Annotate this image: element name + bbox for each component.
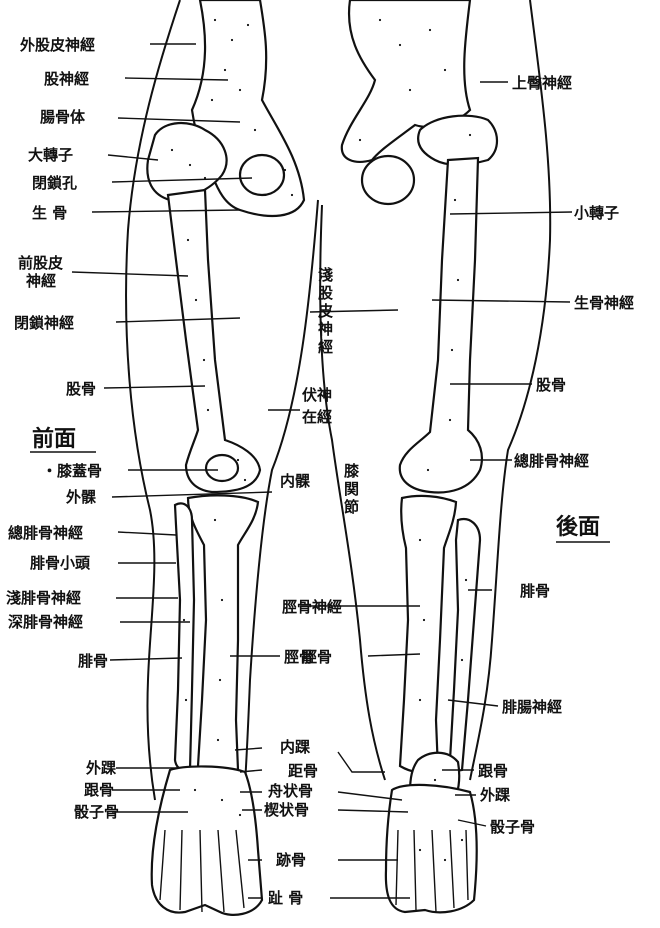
label-posterior-femoral-cutaneous-nerve: 淺股皮神經	[318, 266, 334, 356]
label-femur: 股骨	[66, 380, 96, 398]
label-femoral-nerve: 股神經	[44, 70, 89, 88]
label-obturator-nerve: 閉鎖神經	[14, 314, 74, 332]
label-femur-back: 股骨	[536, 376, 566, 394]
label-cuboid-back: 骰子骨	[490, 818, 535, 836]
label-knee-joint: 膝関節	[344, 462, 360, 516]
label-lateral-femoral-cutaneous-nerve: 外股皮神經	[19, 36, 95, 54]
label-superficial-peroneal-nerve: 淺腓骨神經	[6, 589, 81, 607]
front-view-title: 前面	[32, 426, 76, 452]
label-medial-condyle: 内髁	[280, 472, 311, 490]
label-lateral-malleolus-back: 外踝	[479, 786, 511, 804]
label-lesser-trochanter: 小轉子	[574, 204, 619, 222]
label-obturator-foramen: 閉鎖孔	[32, 174, 77, 192]
label-pubis: 生 骨	[32, 204, 67, 222]
label-common-peroneal-nerve: 總腓骨神經	[8, 524, 83, 542]
front-fibula	[175, 503, 194, 770]
label-medial-malleolus: 内踝	[280, 738, 311, 756]
leader-lines	[30, 44, 610, 898]
label-saphenous-nerve-1: 伏神	[302, 386, 332, 404]
label-patella: ・膝蓋骨	[42, 462, 102, 480]
label-cuboid-front: 骰子骨	[74, 803, 119, 821]
label-tibia-back: 脛骨	[302, 648, 332, 666]
label-talus: 距骨	[288, 762, 318, 780]
label-calcaneus-front: 跟骨	[84, 781, 114, 799]
label-lateral-malleolus: 外踝	[85, 759, 117, 777]
back-view-title: 後面	[556, 514, 600, 540]
label-fibula: 腓骨	[78, 652, 108, 670]
label-greater-trochanter: 大轉子	[28, 146, 73, 164]
label-sural-nerve: 腓腸神經	[502, 698, 562, 716]
label-tibial-nerve: 脛骨神經	[282, 598, 342, 616]
back-femur	[400, 158, 482, 492]
back-tibia	[400, 496, 456, 773]
label-anterior-femoral-cutaneous-nerve-1: 前股皮	[18, 254, 63, 272]
label-superior-gluteal-nerve: 上臀神經	[512, 74, 572, 92]
label-navicular: 舟状骨	[268, 782, 313, 800]
back-fibula	[450, 519, 480, 770]
front-foot	[152, 766, 262, 914]
label-ilium: 腸骨体	[40, 108, 86, 126]
label-fibula-back: 腓骨	[520, 582, 550, 600]
label-metatarsal: 跡骨	[276, 851, 306, 869]
back-femur-head	[418, 116, 497, 165]
back-foot	[386, 785, 477, 912]
label-fibula-head: 腓骨小頭	[30, 554, 91, 572]
front-femur	[168, 190, 260, 492]
front-patella	[206, 455, 238, 481]
label-cuneiform: 楔状骨	[264, 801, 309, 819]
label-sciatic-nerve: 生骨神經	[574, 294, 634, 312]
back-obturator	[362, 156, 414, 204]
label-common-peroneal-nerve-back: 總腓骨神經	[514, 452, 589, 470]
label-deep-peroneal-nerve: 深腓骨神經	[8, 613, 83, 631]
label-calcaneus-back: 跟骨	[478, 762, 508, 780]
label-phalanges: 趾 骨	[268, 889, 303, 907]
label-anterior-femoral-cutaneous-nerve-2: 神經	[26, 272, 56, 290]
label-saphenous-nerve-2: 在經	[302, 408, 332, 426]
front-obturator-foramen	[240, 155, 284, 195]
label-lateral-condyle: 外髁	[65, 488, 97, 506]
